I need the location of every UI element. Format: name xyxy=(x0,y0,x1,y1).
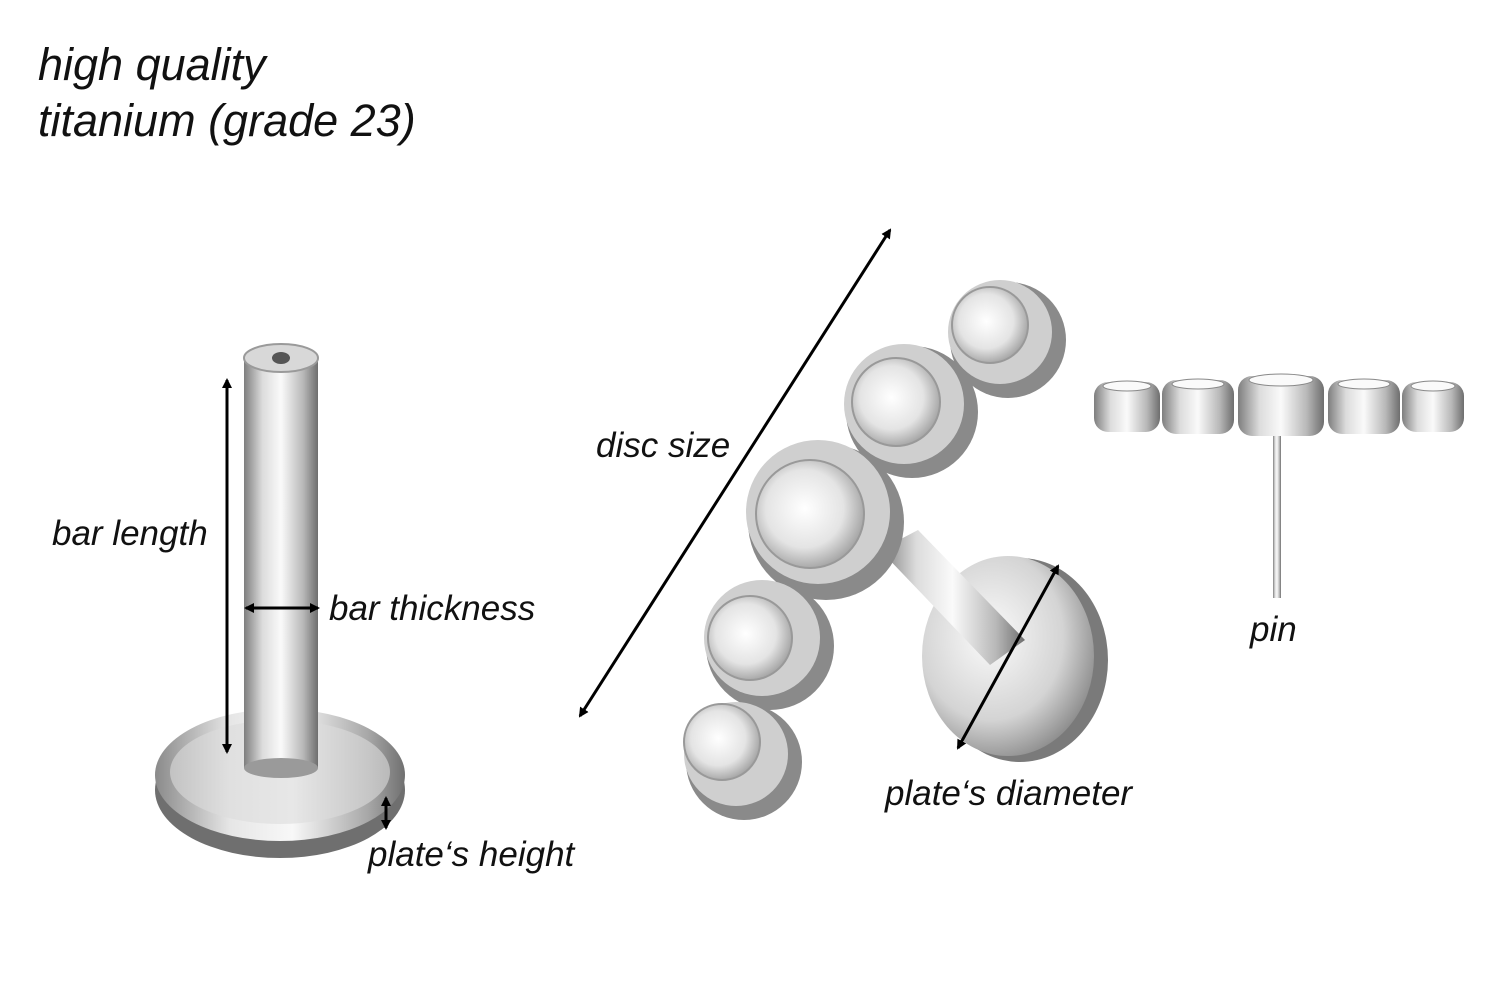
bar-thickness-label: bar thickness xyxy=(329,589,536,628)
pin-label: pin xyxy=(1250,610,1297,649)
disc-size-arrow xyxy=(578,228,892,718)
gem-1 xyxy=(683,702,802,820)
plate-diameter-arrow xyxy=(956,564,1060,750)
gem-5 xyxy=(948,280,1066,398)
side-view xyxy=(1094,373,1464,598)
bar-length-label: bar length xyxy=(52,514,208,553)
heading-line-1: high quality xyxy=(38,39,266,90)
gem-labret xyxy=(683,280,1108,820)
plate-height-label: plate‘s height xyxy=(368,835,575,874)
gem-2 xyxy=(704,580,834,710)
heading-line-2: titanium (grade 23) xyxy=(38,95,416,146)
disc-size-label: disc size xyxy=(596,426,731,465)
plate-diameter-label: plate‘s diameter xyxy=(885,774,1133,813)
